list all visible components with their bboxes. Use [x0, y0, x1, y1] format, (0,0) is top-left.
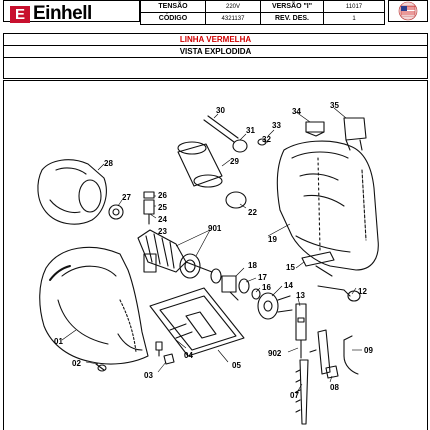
- gear-assembly: [221, 275, 261, 301]
- callout-07: 07: [290, 391, 299, 400]
- flag-icon: [388, 0, 428, 22]
- clip: [325, 365, 339, 379]
- callout-16: 16: [262, 283, 271, 292]
- callout-02: 02: [72, 359, 81, 368]
- callout-29: 29: [230, 157, 239, 166]
- code-value: 4321137: [205, 12, 261, 25]
- logo-cell: E Einhell: [3, 0, 140, 25]
- callout-34: 34: [292, 107, 301, 116]
- blank-row: [3, 57, 428, 79]
- brand-name: Einhell: [33, 3, 92, 24]
- cord-fitting: [95, 363, 107, 372]
- callouts: 01 02 03 04 05 07 08 09 12 13 14 15 16 1…: [54, 101, 373, 400]
- washer: [108, 204, 124, 220]
- callout-17: 17: [258, 273, 267, 282]
- screw: [155, 341, 163, 357]
- callout-09: 09: [364, 346, 373, 355]
- callout-15: 15: [286, 263, 295, 272]
- callout-28: 28: [104, 159, 113, 168]
- callout-14: 14: [284, 281, 293, 290]
- callout-08: 08: [330, 383, 339, 392]
- cable-guard: [203, 115, 267, 153]
- wire-guide: [343, 335, 359, 375]
- callout-902: 902: [268, 349, 282, 358]
- callout-26: 26: [158, 191, 167, 200]
- callout-35: 35: [330, 101, 339, 110]
- callout-05: 05: [232, 361, 241, 370]
- callout-19: 19: [268, 235, 277, 244]
- callout-12: 12: [358, 287, 367, 296]
- base-plate: [149, 287, 245, 357]
- housing-half-left: [39, 246, 149, 365]
- callout-25: 25: [158, 203, 167, 212]
- callout-13: 13: [296, 291, 305, 300]
- callout-32: 32: [262, 135, 271, 144]
- callout-23: 23: [158, 227, 167, 236]
- diagram-frame: [3, 80, 428, 430]
- brand-mark: E: [10, 5, 30, 23]
- housing-half-right: [276, 140, 379, 271]
- nut: [163, 353, 175, 365]
- armature: [137, 229, 222, 284]
- blade-holder: [295, 303, 307, 359]
- einhell-logo: E Einhell: [10, 3, 92, 25]
- callout-24: 24: [158, 215, 167, 224]
- lever: [317, 285, 361, 302]
- spec-table: TENSÃO 220V VERSÃO "I" 11017 CÓDIGO 4321…: [140, 0, 385, 25]
- callout-27: 27: [122, 193, 131, 202]
- callout-03: 03: [144, 371, 153, 380]
- callout-22: 22: [248, 208, 257, 217]
- o-ring: [225, 191, 247, 209]
- callout-01: 01: [54, 337, 63, 346]
- callout-04: 04: [184, 351, 193, 360]
- field-coil: [37, 159, 107, 225]
- callout-18: 18: [248, 261, 257, 270]
- switch: [305, 117, 367, 151]
- callout-31: 31: [246, 126, 255, 135]
- callout-33: 33: [272, 121, 281, 130]
- spindle-cylinder: [177, 141, 223, 188]
- bracket: [301, 251, 335, 277]
- callout-901: 901: [208, 224, 222, 233]
- rev-value: 1: [323, 12, 385, 25]
- blade-guide: [309, 329, 331, 375]
- code-label: CÓDIGO: [140, 12, 206, 25]
- gear-wheel: [257, 292, 293, 320]
- callout-30: 30: [216, 106, 225, 115]
- leader-lines: [61, 107, 362, 395]
